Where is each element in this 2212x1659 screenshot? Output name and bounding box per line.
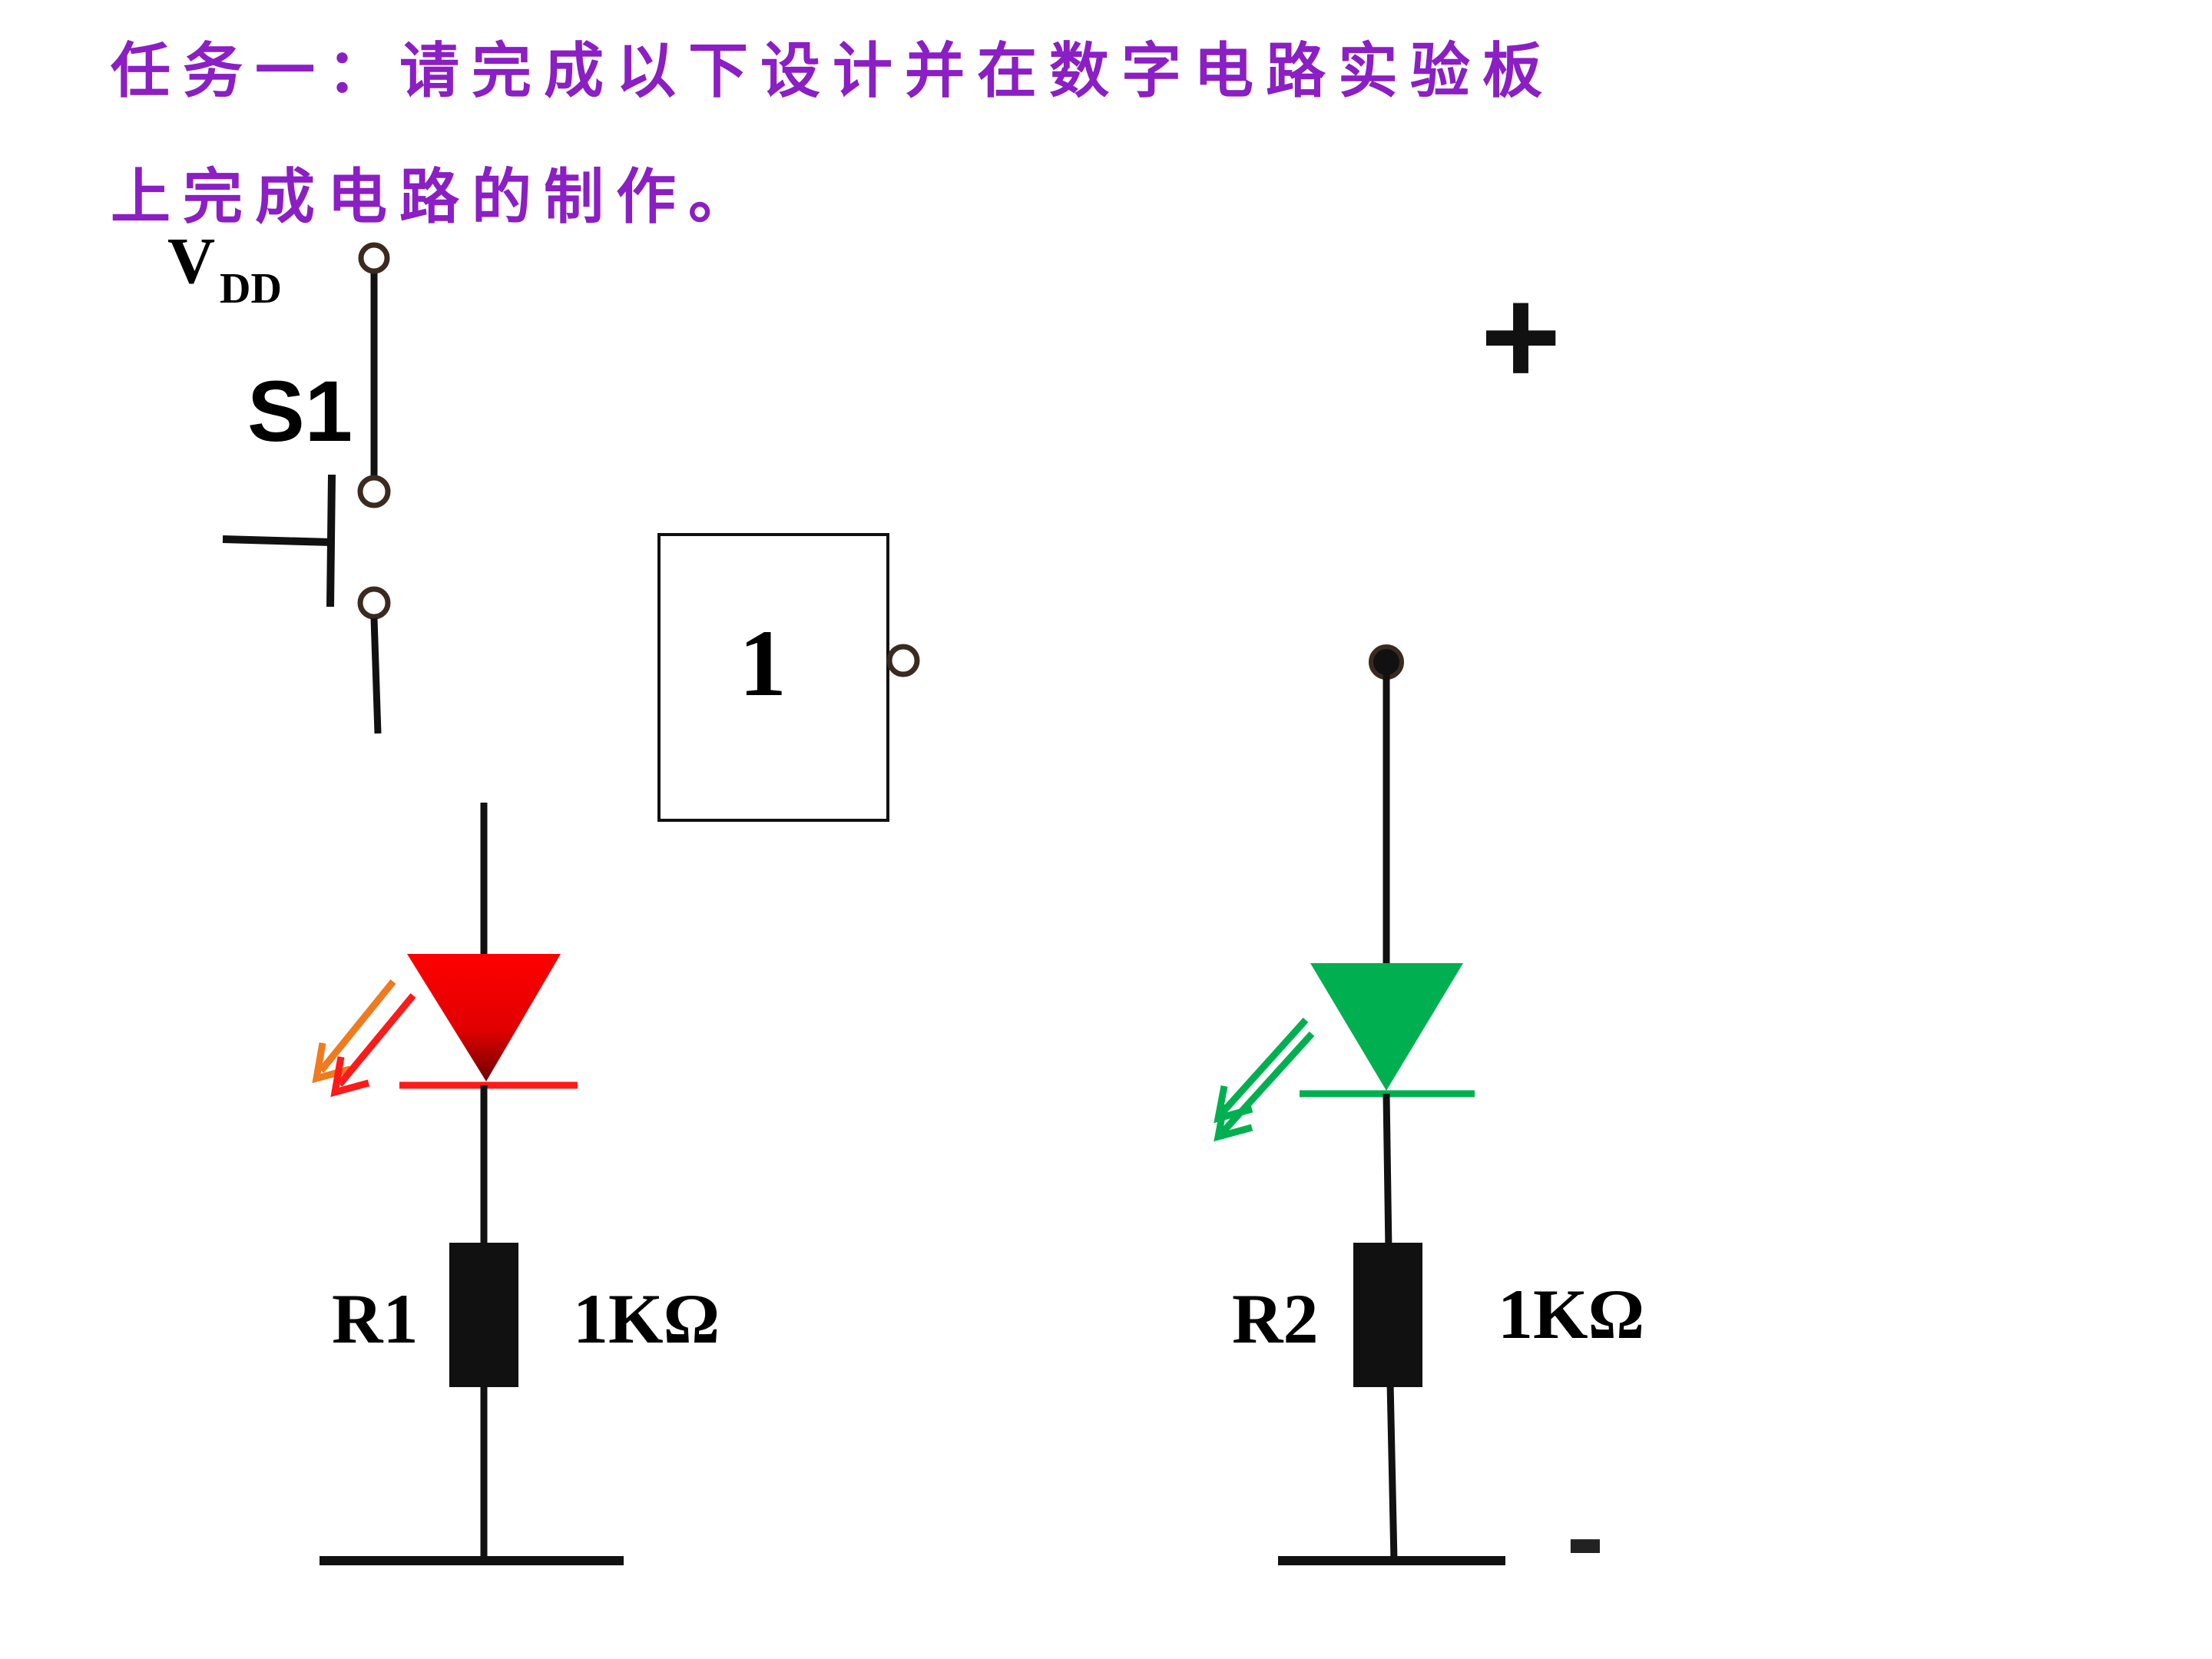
minus-sign: - [1566, 1472, 1604, 1601]
led-red-icon [312, 954, 578, 1098]
vdd-subscript: DD [220, 265, 282, 313]
resistor-r2-icon [1353, 1243, 1422, 1387]
r2-name-label: R2 [1232, 1280, 1318, 1358]
resistor-r1-icon [449, 1243, 518, 1387]
r1-name-label: R1 [332, 1280, 418, 1358]
plus-sign: + [1480, 260, 1561, 414]
switch-label: S1 [247, 363, 353, 459]
right-wire-bottom [1386, 1382, 1398, 1561]
led-green-icon [1214, 963, 1475, 1142]
title-line-2: 上完成电路的制作。 [111, 163, 761, 232]
r1-value-label: 1KΩ [573, 1280, 720, 1358]
r2-value-label: 1KΩ [1498, 1275, 1644, 1353]
gate-label: 1 [739, 611, 786, 716]
right-wire-mid [1382, 1093, 1392, 1251]
push-button-switch-icon [222, 474, 391, 734]
vdd-label: V [167, 224, 215, 297]
title-line-1: 任务一：请完成以下设计并在数字电路实验板 [111, 37, 1555, 106]
vdd-terminal-icon [358, 242, 390, 476]
not-gate-icon [657, 533, 920, 822]
